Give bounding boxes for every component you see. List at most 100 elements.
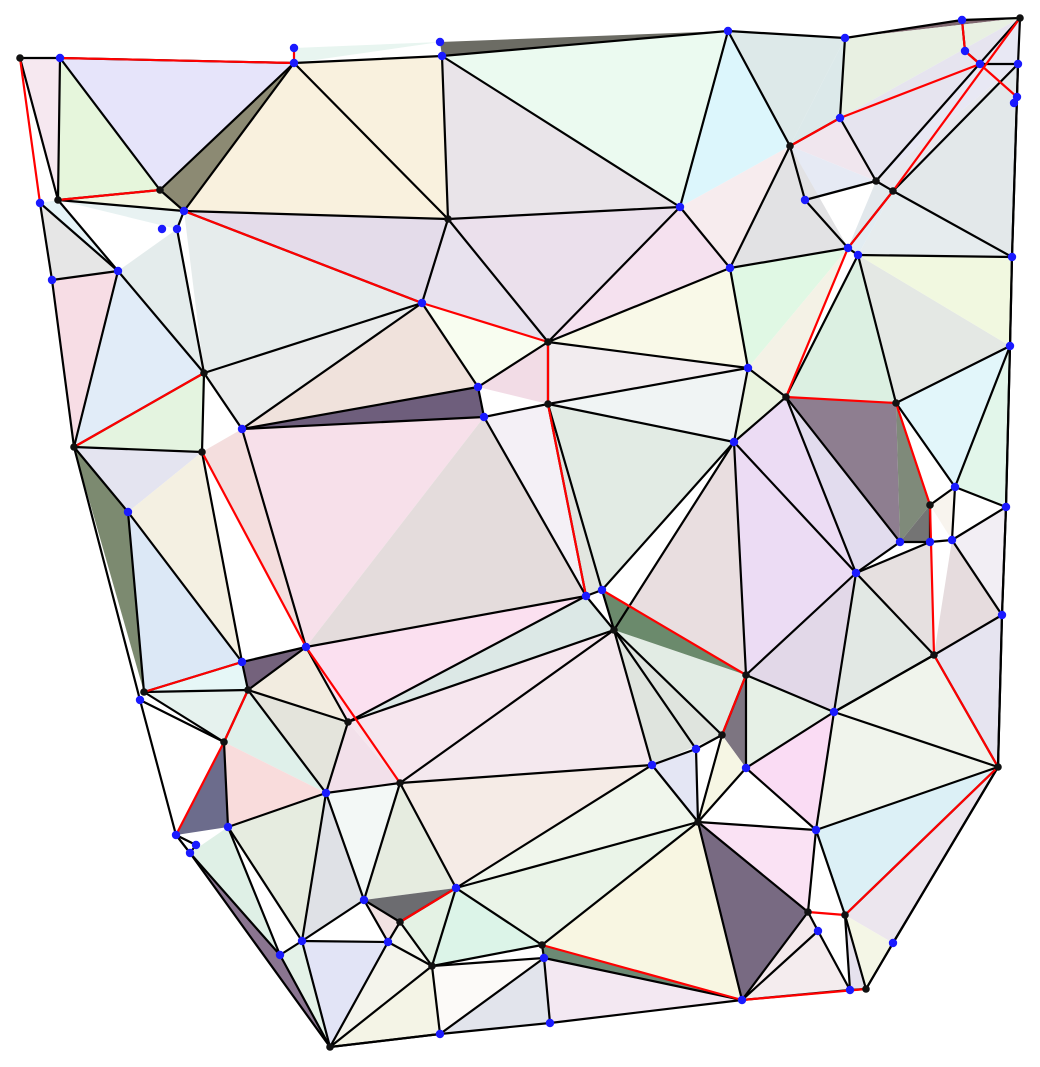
- mesh-triangle: [698, 822, 816, 912]
- highlighted-edge: [846, 189, 895, 250]
- mesh-edge: [546, 205, 682, 344]
- mesh-edge: [324, 720, 350, 795]
- mesh-triangle: [58, 58, 160, 200]
- mesh-edge: [328, 940, 390, 1049]
- mesh-triangle: [858, 191, 1012, 257]
- boundary-vertex: [725, 263, 735, 273]
- mesh-edge: [960, 16, 1022, 22]
- mesh-triangle: [730, 248, 848, 368]
- mesh-edge: [430, 964, 442, 1036]
- mesh-triangle: [422, 303, 548, 387]
- boundary-vertex: [813, 926, 823, 936]
- mesh-edge: [1008, 255, 1014, 348]
- mesh-edge: [814, 765, 1000, 832]
- mesh-triangle: [548, 268, 748, 368]
- boundary-vertex: [1009, 98, 1019, 108]
- highlighted-edge: [398, 886, 458, 924]
- interior-vertex: [444, 215, 452, 223]
- mesh-edge: [202, 371, 244, 431]
- mesh-edge: [696, 766, 748, 824]
- mesh-triangle: [930, 487, 955, 540]
- mesh-edge: [346, 594, 588, 724]
- mesh-edge: [300, 939, 332, 1049]
- mesh-edge: [542, 956, 744, 1002]
- interior-vertex: [544, 338, 552, 346]
- mesh-edge: [38, 201, 120, 273]
- interior-vertex: [344, 718, 352, 726]
- mesh-edge: [138, 698, 178, 837]
- interior-vertex: [892, 399, 900, 407]
- mesh-edge: [438, 1021, 552, 1036]
- boundary-vertex: [135, 695, 145, 705]
- mesh-triangle: [364, 783, 456, 900]
- mesh-triangle: [698, 735, 746, 822]
- mesh-triangle: [248, 647, 348, 722]
- highlighted-edge: [142, 660, 244, 694]
- mesh-edge: [843, 913, 868, 991]
- mesh-edge: [324, 781, 402, 795]
- mesh-edge: [694, 733, 724, 751]
- highlighted-edge: [174, 740, 226, 837]
- mesh-triangle: [548, 404, 734, 590]
- mesh-triangle: [722, 675, 746, 768]
- mesh-triangle: [680, 31, 790, 207]
- interior-vertex: [200, 369, 208, 377]
- mesh-edge: [732, 395, 788, 444]
- mesh-triangle: [228, 793, 326, 941]
- mesh-triangle: [876, 64, 1018, 191]
- interior-vertex: [156, 186, 164, 194]
- boundary-vertex: [55, 53, 65, 63]
- mesh-triangle: [224, 690, 326, 793]
- mesh-edge: [928, 485, 957, 507]
- boundary-vertex: [35, 198, 45, 208]
- interior-vertex: [926, 501, 934, 509]
- mesh-triangle: [442, 56, 680, 219]
- mesh-edge: [894, 401, 957, 489]
- boundary-vertex: [191, 840, 201, 850]
- mesh-edge: [240, 645, 308, 664]
- boundary-vertex: [675, 202, 685, 212]
- mesh-triangle: [748, 248, 848, 397]
- interior-vertex: [140, 688, 148, 696]
- boundary-vertex: [743, 363, 753, 373]
- mesh-triangle: [848, 181, 893, 248]
- mesh-triangle: [746, 675, 834, 768]
- interior-vertex: [804, 908, 812, 916]
- boundary-vertex: [1005, 341, 1015, 351]
- mesh-edge: [240, 385, 480, 431]
- boundary-vertex: [171, 830, 181, 840]
- boundary-vertex: [301, 642, 311, 652]
- interior-vertex: [872, 177, 880, 185]
- mesh-triangle: [348, 630, 614, 783]
- mesh-edge: [546, 266, 732, 344]
- interior-vertex: [694, 818, 702, 826]
- mesh-edge: [953, 485, 1008, 509]
- interior-vertex: [428, 962, 436, 970]
- mesh-triangle: [746, 712, 834, 830]
- mesh-edge: [420, 217, 450, 305]
- interior-vertex: [70, 443, 78, 451]
- mesh-edge: [72, 445, 204, 454]
- mesh-edge: [874, 16, 1022, 183]
- mesh-edge: [454, 886, 544, 947]
- mesh-edge: [72, 445, 142, 702]
- mesh-edge: [584, 594, 616, 632]
- highlighted-edge: [838, 62, 982, 120]
- mesh-edge: [891, 765, 1000, 945]
- mesh-edge: [784, 395, 902, 544]
- mesh-edge: [202, 301, 424, 375]
- mesh-edge: [420, 301, 480, 389]
- mesh-triangle: [893, 64, 1018, 257]
- mesh-edge: [612, 628, 654, 767]
- mesh-triangle: [330, 942, 432, 1047]
- mesh-triangle: [786, 397, 900, 573]
- mesh-triangle: [280, 941, 330, 1047]
- mesh-edge: [50, 278, 76, 449]
- mesh-edge: [56, 198, 186, 213]
- mesh-triangle: [160, 63, 294, 211]
- mesh-edge: [200, 371, 206, 454]
- mesh-edge: [158, 61, 296, 192]
- highlighted-edge: [891, 16, 1022, 193]
- highlighted-edge: [18, 56, 42, 205]
- highlighted-edge: [58, 56, 296, 65]
